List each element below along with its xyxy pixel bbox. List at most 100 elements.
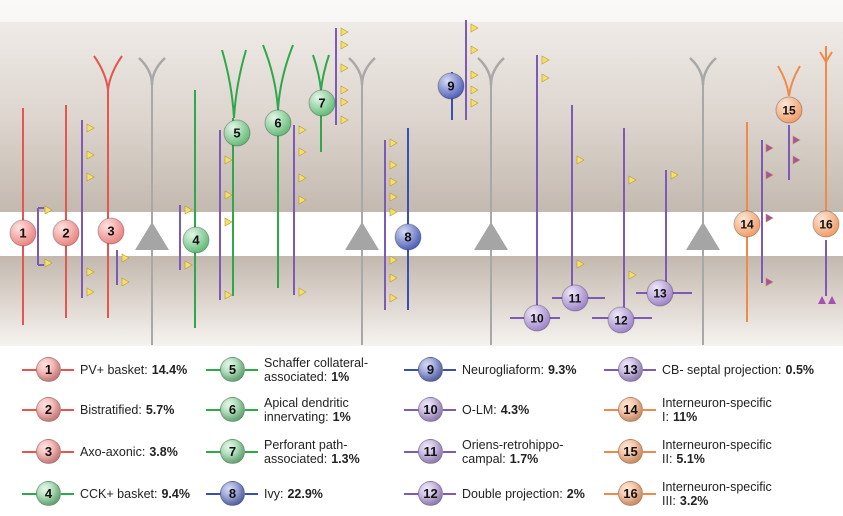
- badge-circle: [607, 306, 635, 334]
- legend-percent: 4.3%: [500, 403, 530, 417]
- legend-percent: 5.1%: [676, 452, 705, 466]
- legend-percent: 2%: [566, 487, 585, 501]
- diagram-badge-8: 8: [394, 223, 422, 251]
- badge-circle: [812, 210, 840, 238]
- synaptic-bouton: [340, 63, 349, 73]
- legend-label: Double projection:2%: [462, 474, 602, 514]
- diagram-badge-4: 4: [182, 226, 210, 254]
- legend-badge: 11: [418, 439, 443, 464]
- synaptic-bouton: [224, 155, 233, 165]
- legend-badge: 2: [36, 397, 61, 422]
- legend-badge: 10: [418, 397, 443, 422]
- legend-name: Axo-axonic:: [80, 445, 146, 459]
- synaptic-bouton: [340, 97, 349, 107]
- legend-percent: 1.7%: [509, 452, 539, 466]
- stratum-pyramidale-band: [0, 212, 843, 258]
- badge-circle: [561, 284, 589, 312]
- pyramidal-apical-dendrite: [348, 57, 376, 86]
- synaptic-bouton: [224, 217, 233, 227]
- legend-item-8: 8 Ivy:22.9%: [206, 474, 401, 514]
- pyramidal-soma: [686, 222, 720, 250]
- legend-percent: 1%: [331, 370, 350, 384]
- badge-number: 1: [19, 226, 26, 241]
- synaptic-bouton: [224, 290, 233, 300]
- stratum-oriens-band: [0, 256, 843, 346]
- synaptic-bouton: [86, 267, 95, 277]
- legend-badge: 6: [220, 397, 245, 422]
- badge-circle: [264, 109, 292, 137]
- diagram-badge-16: 16: [812, 210, 840, 238]
- diagram-badge-6: 6: [264, 109, 292, 137]
- synaptic-bouton: [298, 287, 307, 297]
- legend-label: Oriens-retrohippo-campal:1.7%: [462, 432, 602, 472]
- diagram-badge-10: 10: [523, 304, 551, 332]
- legend-label: Interneuron-specific III:3.2%: [662, 474, 802, 514]
- synaptic-bouton: [470, 98, 479, 108]
- synaptic-bouton: [298, 147, 307, 157]
- legend-name: Interneuron-specific III:: [662, 480, 772, 508]
- synaptic-bouton: [470, 23, 479, 33]
- synaptic-bouton: [340, 115, 349, 125]
- synaptic-bouton: [298, 125, 307, 135]
- synaptic-bouton: [792, 135, 801, 145]
- legend-percent: 1.3%: [331, 452, 360, 466]
- synaptic-bouton: [44, 258, 53, 268]
- synaptic-bouton: [389, 273, 398, 283]
- dendrite: [262, 44, 294, 111]
- legend-name: Interneuron-specific II:: [662, 438, 772, 466]
- legend-name: Apical dendritic innervating:: [264, 396, 349, 424]
- badge-circle: [308, 89, 336, 117]
- synaptic-bouton: [765, 170, 774, 180]
- pyramidal-apical-dendrite: [689, 57, 717, 86]
- synaptic-bouton: [224, 190, 233, 200]
- legend-label: Apical dendritic innervating:1%: [264, 390, 404, 430]
- legend-badge: 3: [36, 439, 61, 464]
- pyramidal-soma: [474, 222, 508, 250]
- legend-label: Ivy:22.9%: [264, 474, 404, 514]
- badge-circle: [223, 119, 251, 147]
- synaptic-bouton: [670, 170, 679, 180]
- legend-badge: 13: [618, 357, 643, 382]
- synaptic-bouton: [628, 270, 637, 280]
- pyramidal-cells: [135, 57, 720, 345]
- legend-name: Neurogliaform:: [462, 363, 544, 377]
- legend-percent: 14.4%: [151, 363, 188, 377]
- badge-number: 2: [62, 226, 69, 241]
- synaptic-bouton: [828, 296, 836, 304]
- diagram-badge-7: 7: [308, 89, 336, 117]
- diagram-badge-3: 3: [97, 217, 125, 245]
- synaptic-bouton: [765, 143, 774, 153]
- legend-label: O-LM:4.3%: [462, 390, 602, 430]
- synaptic-bouton: [121, 277, 130, 287]
- diagram-badge-14: 14: [733, 210, 761, 238]
- pyramidal-soma: [135, 222, 169, 250]
- legend-label: Schaffer collateral-associated:1%: [264, 350, 404, 390]
- legend-label: CB- septal projection:0.5%: [662, 350, 837, 390]
- badge-circle: [394, 223, 422, 251]
- synaptic-bouton: [184, 205, 193, 215]
- synaptic-bouton: [628, 175, 637, 185]
- legend-percent: 11%: [672, 410, 698, 424]
- synaptic-bouton: [184, 260, 193, 270]
- synaptic-bouton: [389, 177, 398, 187]
- pyramidal-soma: [345, 222, 379, 250]
- legend-label: Interneuron-specific II:5.1%: [662, 432, 802, 472]
- badge-number: 10: [530, 312, 544, 326]
- synaptic-bouton: [576, 259, 585, 269]
- synaptic-bouton: [86, 287, 95, 297]
- synaptic-bouton: [340, 40, 349, 50]
- legend-percent: 5.7%: [145, 403, 175, 417]
- badge-number: 12: [614, 314, 628, 328]
- legend-label: Interneuron-specific I:11%: [662, 390, 802, 430]
- legend-badge: 16: [618, 481, 643, 506]
- legend-badge: 8: [220, 481, 245, 506]
- badge-circle: [52, 219, 80, 247]
- diagram-badge-5: 5: [223, 119, 251, 147]
